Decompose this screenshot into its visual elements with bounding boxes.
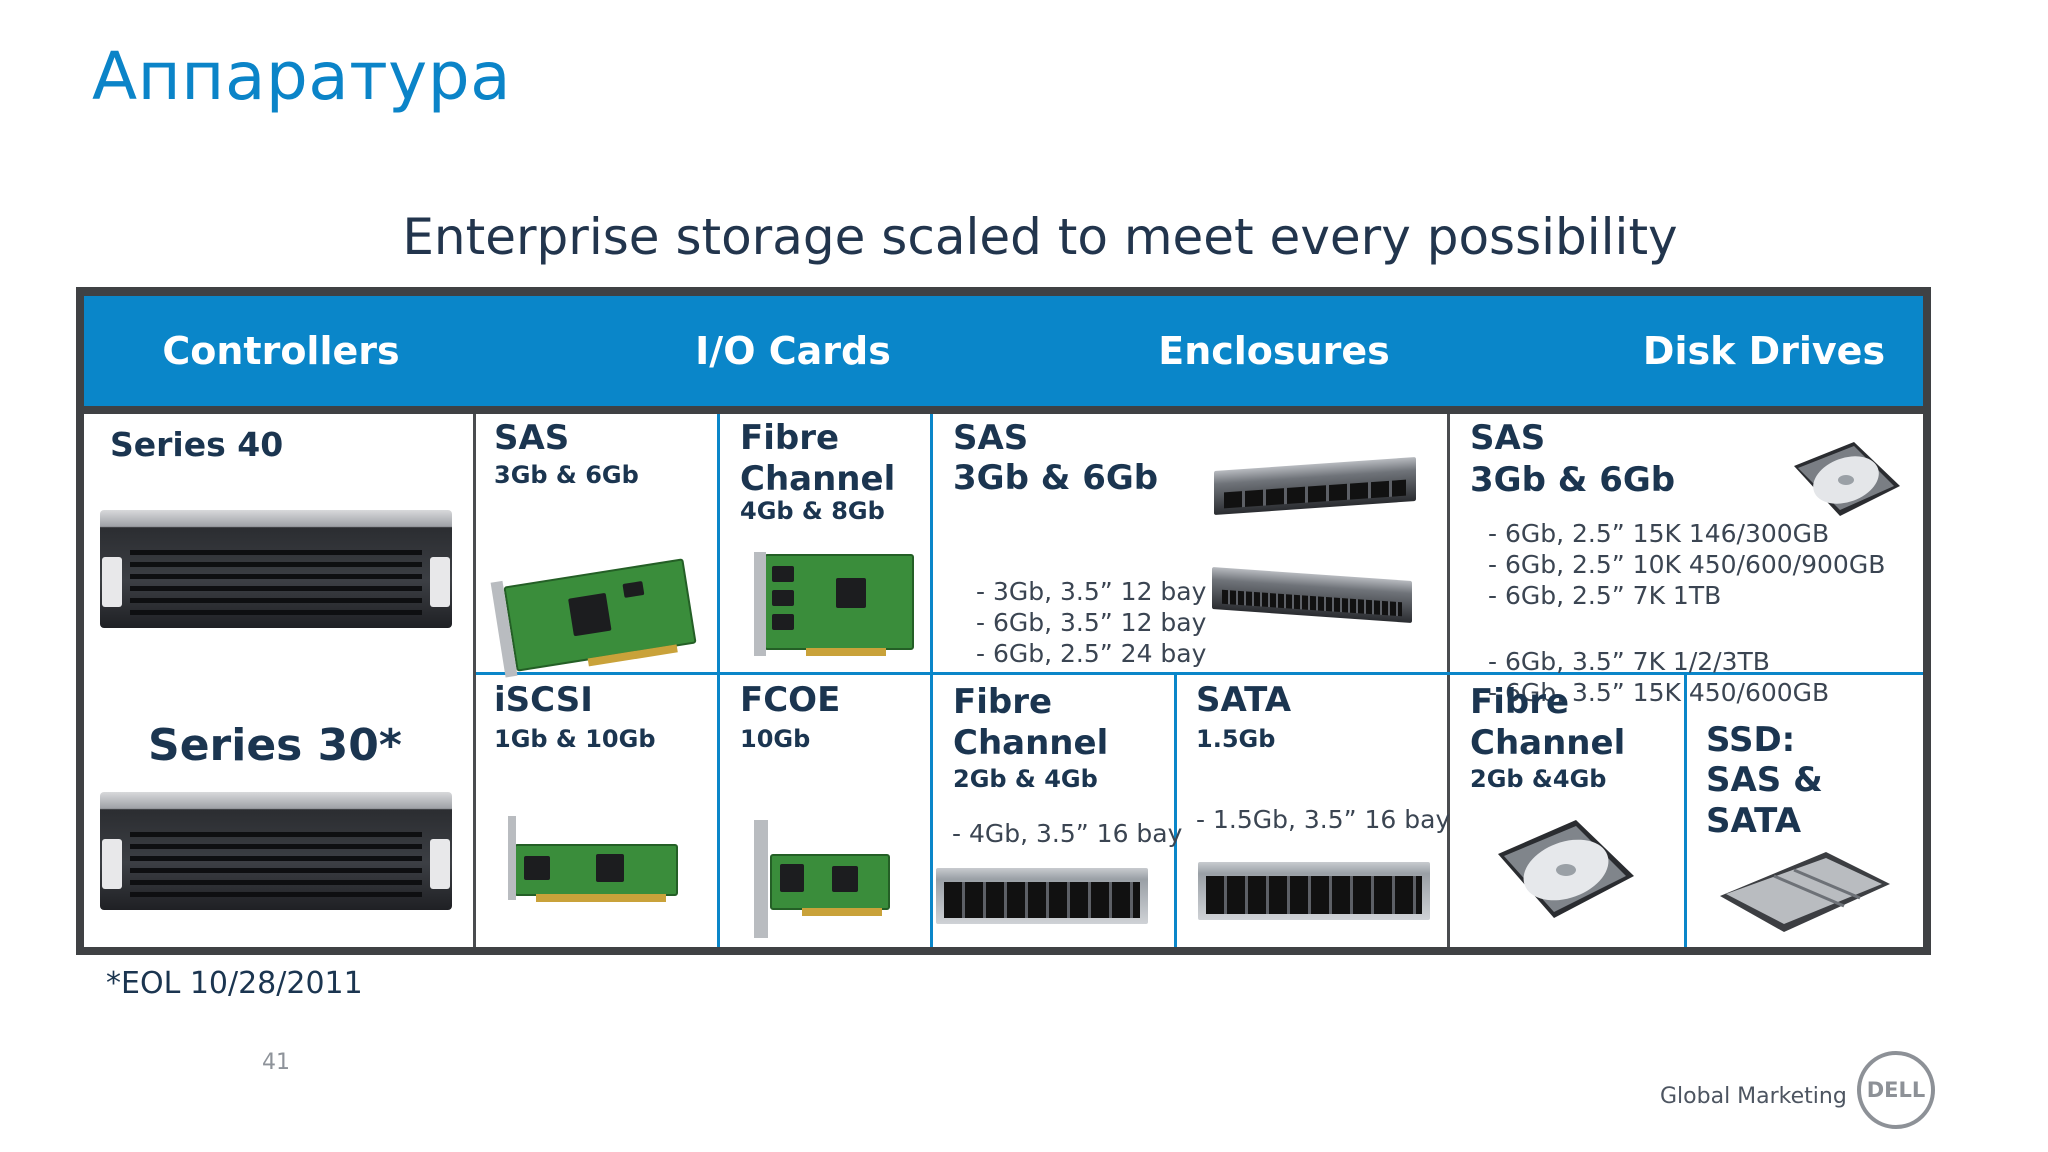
ssd-name: SSD: (1706, 720, 1796, 760)
series40-label: Series 40 (110, 425, 284, 464)
io-fcoe-speed: 10Gb (740, 725, 811, 753)
header-enclosures: Enclosures (1158, 329, 1390, 373)
sas-12bay-enclosure-image (1214, 456, 1416, 516)
footer-text: Global Marketing (1660, 1084, 1847, 1109)
series40-controller-image (100, 510, 452, 628)
fcoe-io-card-image (754, 820, 890, 938)
dell-logo: DELL (1857, 1051, 1935, 1129)
header-disk-drives: Disk Drives (1642, 329, 1886, 373)
enc-fibre-name: Fibre Channel (953, 682, 1109, 763)
io-fcoe-name: FCOE (740, 680, 841, 720)
drv-sas-item: - 6Gb, 3.5” 15K 450/600GB (1488, 678, 1830, 707)
divider-enclosure-sub (1174, 672, 1177, 947)
page-number: 41 (262, 1050, 290, 1075)
enc-sata-name: SATA (1196, 680, 1292, 720)
sas-hard-drive-image (1794, 442, 1900, 516)
divider-drives-sub (1684, 672, 1687, 947)
fibre-io-card-image (754, 552, 914, 656)
io-fibre-name: Fibre Channel (740, 418, 896, 499)
fibre-hard-drive-image (1498, 820, 1634, 918)
drv-fibre-name: Fibre Channel (1470, 682, 1626, 763)
drv-sas-speed: 3Gb & 6Gb (1470, 460, 1676, 500)
divider-enclosures (930, 414, 933, 947)
table-header: Controllers I/O Cards Enclosures Disk Dr… (84, 296, 1923, 406)
slide-subtitle: Enterprise storage scaled to meet every … (402, 208, 1678, 266)
drv-sas-item: - 6Gb, 2.5” 7K 1TB (1488, 581, 1722, 610)
sas-24bay-enclosure-image (1212, 567, 1412, 623)
enc-fibre-speed: 2Gb & 4Gb (953, 765, 1098, 793)
series30-controller-image (100, 792, 452, 910)
drv-sas-item: - 6Gb, 2.5” 15K 146/300GB (1488, 519, 1830, 548)
header-io-cards: I/O Cards (695, 329, 891, 373)
enc-sas-item: - 3Gb, 3.5” 12 bay (976, 577, 1207, 606)
fibre-enclosure-image (936, 868, 1148, 924)
enc-fibre-item: - 4Gb, 3.5” 16 bay (952, 819, 1183, 848)
enc-sas-item: - 6Gb, 3.5” 12 bay (976, 608, 1207, 637)
io-fibre-speed: 4Gb & 8Gb (740, 497, 885, 525)
table-body: Series 40 Series 30* SAS 3Gb & 6Gb Fibre… (84, 414, 1923, 947)
drv-sas-name: SAS (1470, 418, 1546, 458)
drv-sas-item: - 6Gb, 2.5” 10K 450/600/900GB (1488, 550, 1886, 579)
io-iscsi-speed: 1Gb & 10Gb (494, 725, 656, 753)
enc-sas-item: - 6Gb, 2.5” 24 bay (976, 639, 1207, 668)
ssd-drive-image (1720, 852, 1890, 932)
drv-sas-item: - 6Gb, 3.5” 7K 1/2/3TB (1488, 647, 1770, 676)
slide-title: Аппаратура (92, 38, 512, 115)
io-sas-speed: 3Gb & 6Gb (494, 461, 639, 489)
io-sas-name: SAS (494, 418, 570, 458)
divider-io (717, 414, 720, 947)
series30-label: Series 30* (148, 720, 402, 771)
divider-drives (1447, 414, 1450, 947)
enc-sata-item: - 1.5Gb, 3.5” 16 bay (1196, 805, 1451, 834)
sas-io-card-image (490, 558, 697, 678)
divider-controllers (473, 414, 476, 947)
row-divider (476, 672, 1923, 675)
enc-sas-speed: 3Gb & 6Gb (953, 458, 1159, 498)
iscsi-io-card-image (508, 816, 678, 902)
io-iscsi-name: iSCSI (494, 680, 593, 720)
eol-footnote: *EOL 10/28/2011 (106, 966, 363, 1001)
sata-enclosure-image (1198, 862, 1430, 920)
ssd-types: SAS & SATA (1706, 760, 1823, 841)
enc-sata-speed: 1.5Gb (1196, 725, 1276, 753)
enc-sas-name: SAS (953, 418, 1029, 458)
header-controllers: Controllers (162, 329, 400, 373)
drv-fibre-speed: 2Gb &4Gb (1470, 765, 1607, 793)
